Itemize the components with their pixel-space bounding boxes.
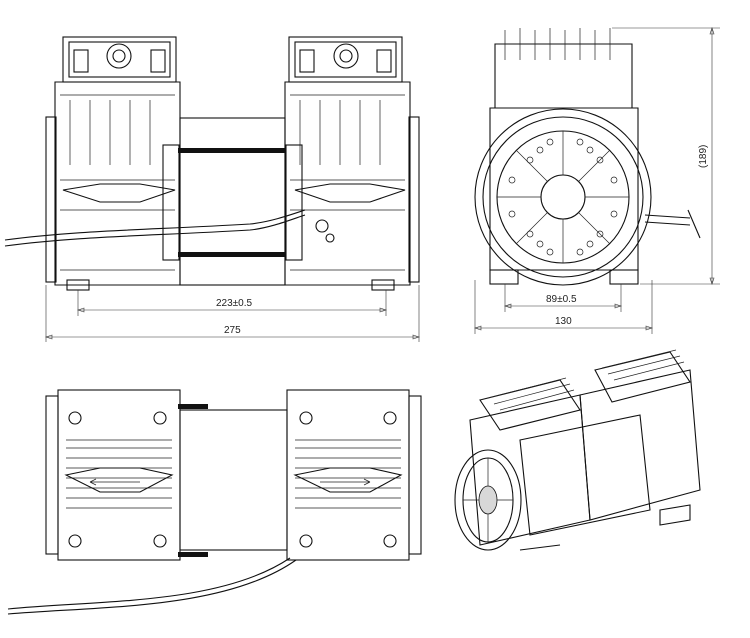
dim-223: 223±0.5: [216, 298, 253, 309]
fan-mesh: [508, 138, 618, 256]
dim-275: 275: [224, 325, 241, 336]
front-view: [4, 36, 420, 291]
dim-189: (189): [698, 145, 709, 168]
side-view: [474, 28, 701, 286]
dim-89: 89±0.5: [546, 294, 577, 305]
front-view-dimensions: 223±0.5 275: [45, 285, 420, 342]
top-view: [7, 389, 422, 615]
side-view-dimensions: 89±0.5 130 (189): [474, 27, 720, 334]
isometric-view: [454, 349, 701, 551]
dim-130: 130: [555, 316, 572, 327]
